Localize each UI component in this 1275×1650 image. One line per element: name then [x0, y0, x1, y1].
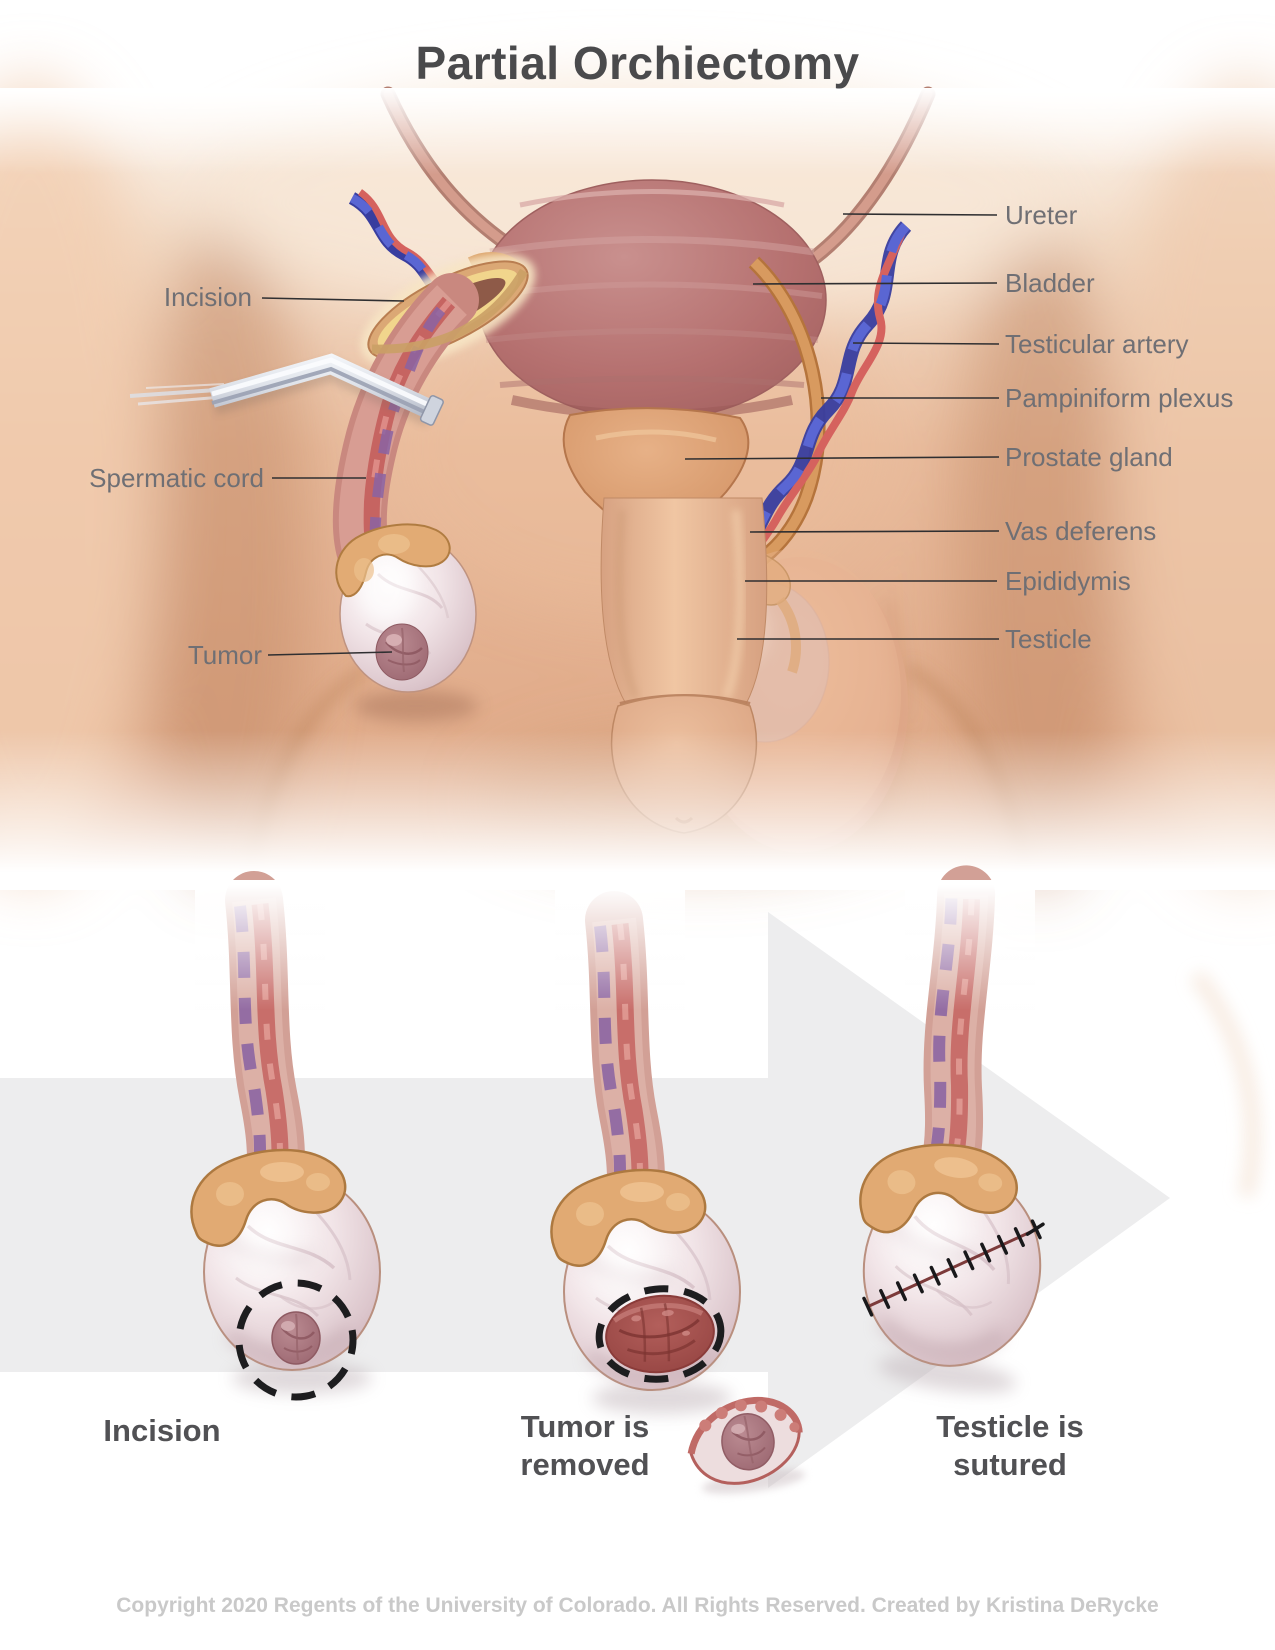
label-testicular-artery: Testicular artery [1005, 329, 1189, 359]
excision-dashed-ellipse [595, 1285, 725, 1383]
incision-dashed-circle [235, 1279, 357, 1401]
step-label-incision: Incision [103, 1413, 221, 1448]
step-label-tumor-removed: Tumor is removed [520, 1409, 650, 1482]
step-label-testicle-sutured: Testicle is sutured [936, 1409, 1084, 1482]
copyright-text: Copyright 2020 Regents of the University… [116, 1594, 1159, 1617]
bladder-shape [477, 179, 827, 421]
label-pampiniform-plexus: Pampiniform plexus [1005, 383, 1234, 413]
leader-incision [261, 297, 405, 302]
label-ureter: Ureter [1005, 200, 1078, 230]
label-epididymis: Epididymis [1005, 566, 1131, 596]
leader-prostate [684, 456, 1000, 460]
body-contour-faint [1189, 969, 1261, 1198]
removed-tumor-piece [687, 1396, 806, 1494]
page-title: Partial Orchiectomy [415, 37, 860, 89]
label-incision: Incision [163, 282, 252, 312]
label-prostate-gland: Prostate gland [1005, 442, 1173, 472]
label-vas-deferens: Vas deferens [1005, 516, 1157, 546]
procedure-strip [0, 880, 1261, 1494]
step-incision-figure [191, 900, 380, 1406]
leader-testicular-artery [852, 342, 1000, 345]
suture-line [862, 1219, 1045, 1317]
tumor-shape [375, 623, 429, 681]
retractor-tool [129, 353, 444, 426]
label-tumor: Tumor [187, 640, 262, 670]
leader-lines [261, 213, 1000, 656]
step1-tumor [271, 1311, 321, 1365]
label-testicle: Testicle [1005, 624, 1092, 654]
leader-bladder [752, 282, 998, 285]
step-tumor-removed-figure [551, 920, 806, 1494]
label-spermatic-cord: Spermatic cord [89, 463, 264, 493]
leader-ureter [842, 213, 998, 216]
spermatic-cord [332, 268, 528, 583]
step2-wound [605, 1294, 715, 1374]
step-sutured-figure [835, 886, 1090, 1401]
leader-vas-deferens [749, 530, 1000, 533]
leader-tumor [267, 651, 393, 656]
label-bladder: Bladder [1005, 268, 1095, 298]
main-anatomy-scene [0, 80, 1275, 890]
